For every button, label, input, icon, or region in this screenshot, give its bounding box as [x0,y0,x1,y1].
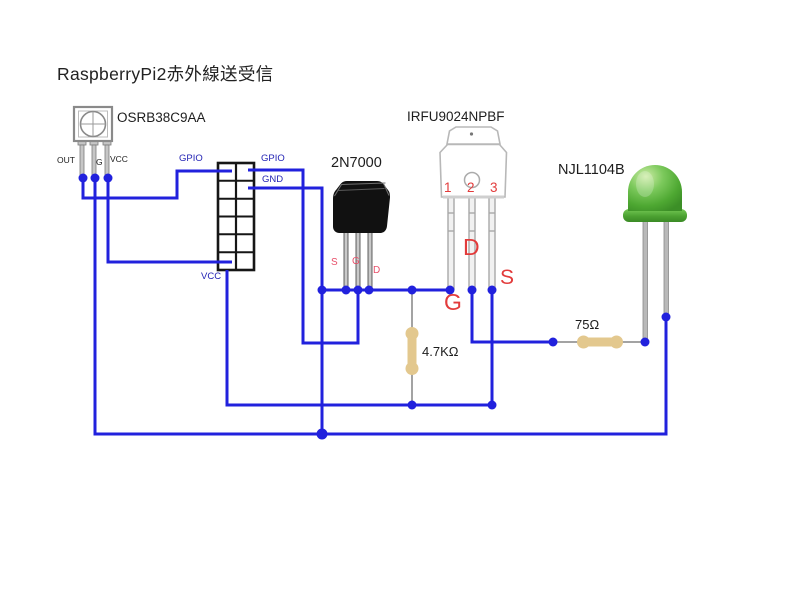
wire-drain-to-resistor [470,290,553,344]
pmos-pin1-label: 1 [444,180,452,195]
pmos-pin3-label: 3 [490,180,498,195]
net-label-gnd: GND [262,174,284,185]
wire-vcc-receiver [106,178,232,264]
wire-vcc-rail [225,270,494,407]
led-body [623,165,687,222]
pmos-part-label: IRFU9024NPBF [407,109,505,124]
wire-gnd-bottom [93,178,668,436]
pmos-pin2-label: 2 [467,180,475,195]
resistor-4k7-value-label: 4.7KΩ [422,344,459,359]
nmos-part-label: 2N7000 [331,155,382,171]
resistor-75-value-label: 75Ω [575,317,600,332]
wires [81,168,668,436]
ir-receiver-legs [77,139,112,177]
nmos-pin-d-label: D [373,265,381,276]
nmos-2n7000-body [333,181,390,233]
ir-receiver-pin-gnd-label: G [96,157,103,167]
diagram-title: RaspberryPi2赤外線送受信 [57,64,274,84]
nmos-pin-s-label: S [331,257,338,268]
net-label-gpio-right: GPIO [261,153,285,164]
net-label-gpio-left: GPIO [179,153,203,164]
net-label-vcc: VCC [201,271,222,282]
gpio-header-grid [216,161,256,272]
ir-receiver-pin-vcc-label: VCC [110,154,128,164]
pmos-drain-label: D [463,234,480,260]
nmos-pin-g-label: G [352,256,360,267]
resistor-75-body [577,335,623,349]
junction-dots [78,173,671,440]
pmos-mounting-hole [463,171,481,189]
wire-gpio-to-gate [248,168,360,345]
led-part-label: NJL1104B [558,162,625,178]
pmos-irfu-body [439,126,508,199]
wire-out-to-gpio [81,169,232,200]
pmos-source-label: S [500,266,515,289]
ir-receiver-part-label: OSRB38C9AA [117,110,206,125]
resistor-4k7-body [405,327,419,375]
ir-receiver-pin-out-label: OUT [57,155,75,165]
ir-receiver-body [72,105,114,143]
pmos-gate-label: G [444,289,462,315]
wire-gnd-header [248,186,324,434]
